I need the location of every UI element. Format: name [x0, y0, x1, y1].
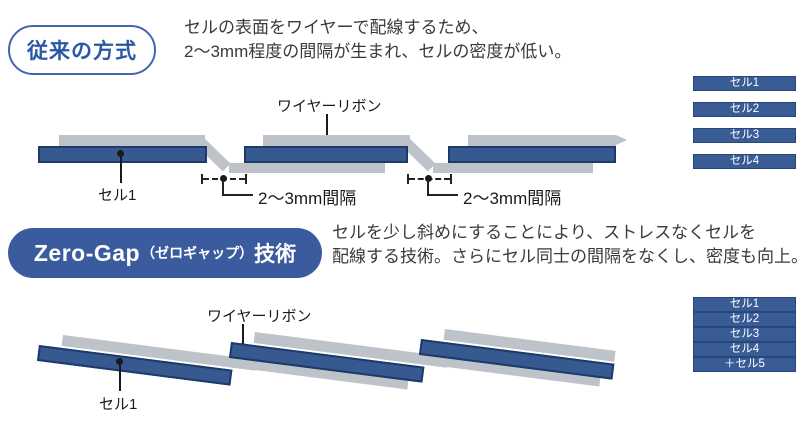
conventional-description: セルの表面をワイヤーで配線するため、 2〜3mm程度の間隔が生まれ、セルの密度が…: [184, 16, 571, 64]
conventional-badge-label: 従来の方式: [27, 40, 137, 63]
ribbon2-top-segment: [263, 135, 410, 146]
zerogap-stack-bar-4: セル4: [693, 342, 796, 357]
conventional-cell-stack: セル1 セル2 セル3 セル4: [693, 76, 796, 169]
zerogap-badge: Zero-Gap （ゼロギャップ） 技術: [8, 228, 322, 278]
gap1-connector-horizontal: [222, 194, 253, 196]
ribbon3-arrow-tip: [616, 135, 627, 145]
wire-ribbon-label-bottom: ワイヤーリボン: [207, 308, 312, 325]
gap1-tick-left: [201, 174, 203, 184]
gap1-connector-vertical: [222, 179, 224, 196]
gap1-tick-right: [245, 174, 247, 184]
gap2-label: 2〜3mm間隔: [463, 189, 562, 208]
zerogap-badge-en: Zero-Gap: [33, 239, 141, 266]
ribbon1-top-segment: [59, 135, 205, 146]
gap2-connector-horizontal: [427, 194, 458, 196]
zerogap-stack-bar-1: セル1: [693, 297, 796, 312]
zerogap-stack-bar-2: セル2: [693, 312, 796, 327]
gap1-dot: [220, 175, 227, 182]
gap1-label: 2〜3mm間隔: [258, 189, 357, 208]
gap2-connector-vertical: [427, 179, 429, 196]
conventional-cell-2: [244, 146, 408, 163]
gap2-tick-left: [407, 174, 409, 184]
zerogap-badge-suffix: 技術: [254, 243, 297, 266]
gap2-dot: [425, 175, 432, 182]
cell1-leader-dot-top: [117, 150, 124, 157]
ribbon2-bottom-segment: [433, 163, 593, 173]
conventional-stack-bar-4: セル4: [693, 154, 796, 169]
zerogap-description: セルを少し斜めにすることにより、ストレスなくセルを 配線する技術。さらにセル同士…: [332, 221, 800, 269]
conventional-stack-bar-2: セル2: [693, 102, 796, 117]
conventional-cell-3: [448, 146, 616, 163]
zerogap-description-line2: 配線する技術。さらにセル同士の間隔をなくし、密度も向上。: [332, 247, 800, 266]
ribbon1-bottom-segment: [229, 163, 385, 173]
conventional-stack-bar-3: セル3: [693, 128, 796, 143]
cell1-leader-line-bottom: [119, 364, 121, 391]
zerogap-stack-bar-3: セル3: [693, 327, 796, 342]
gap2-tick-right: [450, 174, 452, 184]
zerogap-description-line1: セルを少し斜めにすることにより、ストレスなくセルを: [332, 223, 757, 242]
conventional-badge: 従来の方式: [8, 25, 156, 75]
zerogap-badge-kana: （ゼロギャップ）: [141, 245, 254, 261]
conventional-stack-bar-1: セル1: [693, 76, 796, 91]
ribbon3-top-segment: [468, 135, 616, 146]
cell1-leader-line-top: [120, 156, 122, 183]
cell1-label-top: セル1: [98, 187, 137, 204]
cell1-leader-dot-bottom: [116, 358, 123, 365]
wire-ribbon-label-top: ワイヤーリボン: [277, 98, 382, 115]
conventional-description-line1: セルの表面をワイヤーで配線するため、: [184, 18, 489, 37]
cell1-label-bottom: セル1: [99, 396, 138, 413]
zerogap-stack-bar-5: ＋セル5: [693, 357, 796, 372]
wire-ribbon-leader-line-bottom: [242, 324, 244, 345]
conventional-description-line2: 2〜3mm程度の間隔が生まれ、セルの密度が低い。: [184, 42, 572, 61]
wire-ribbon-leader-line-top: [326, 114, 328, 138]
